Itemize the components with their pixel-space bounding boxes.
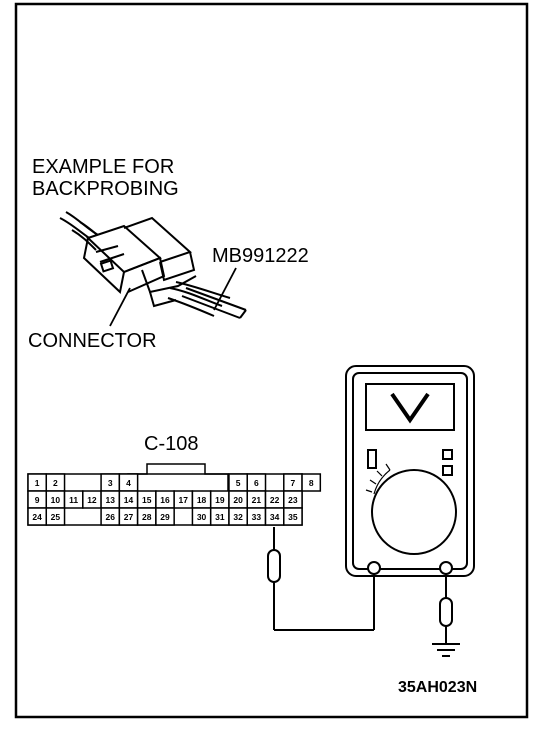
pin-number: 19 [215, 495, 225, 505]
pin-number: 1 [35, 478, 40, 488]
volt-symbol-icon [390, 392, 430, 424]
pin-number: 28 [142, 512, 152, 522]
multimeter-display [365, 383, 455, 431]
figure-code: 35AH023N [398, 679, 477, 696]
pin-number: 22 [270, 495, 280, 505]
pin-number: 31 [215, 512, 225, 522]
pin-number: 5 [236, 478, 241, 488]
connector-key [127, 463, 229, 492]
volt-jack [439, 561, 453, 575]
pin-number: 25 [51, 512, 61, 522]
test-lead-positive [267, 527, 375, 631]
tool-label: MB991222 [212, 245, 309, 267]
com-jack [367, 561, 381, 575]
multimeter [345, 365, 475, 577]
pin-number: 34 [270, 512, 280, 522]
pin-number: 32 [233, 512, 243, 522]
range-button-1 [442, 449, 453, 460]
pin-number: 6 [254, 478, 259, 488]
connector-label: CONNECTOR [28, 330, 157, 352]
pin-number: 12 [87, 495, 97, 505]
pin-cell [45, 507, 66, 526]
pin-number: 14 [124, 495, 134, 505]
connector-id: C-108 [144, 433, 198, 455]
figure-frame [14, 2, 529, 719]
pin-number: 21 [252, 495, 262, 505]
example-label-line2: BACKPROBING [32, 178, 179, 200]
pin-number: 35 [288, 512, 298, 522]
pin-cell [283, 507, 303, 526]
ground-icon [432, 643, 460, 657]
pin-number: 10 [51, 495, 61, 505]
pin-number: 26 [105, 512, 115, 522]
pin-cell [301, 473, 322, 492]
pin-number: 9 [35, 495, 40, 505]
range-button-2 [442, 465, 453, 476]
pin-number: 8 [309, 478, 314, 488]
pin-number: 2 [53, 478, 58, 488]
pin-number: 33 [252, 512, 262, 522]
selector-dial [371, 469, 457, 555]
example-label-line1: EXAMPLE FOR [32, 156, 174, 178]
pin-number: 13 [105, 495, 115, 505]
pin-number: 18 [197, 495, 207, 505]
connector-leader [109, 287, 131, 327]
pin-number: 7 [291, 478, 296, 488]
pin-number: 29 [160, 512, 170, 522]
test-lead-ground [439, 574, 453, 644]
pin-number: 27 [124, 512, 134, 522]
pin-cell [155, 507, 175, 526]
pin-number: 3 [108, 478, 113, 488]
pin-number: 15 [142, 495, 152, 505]
pin-number: 11 [69, 495, 78, 505]
pin-number: 17 [179, 495, 189, 505]
pin-number: 4 [126, 478, 131, 488]
pin-number: 24 [32, 512, 42, 522]
tool-leader [213, 267, 237, 311]
pin-number: 30 [197, 512, 207, 522]
pin-number: 16 [160, 495, 170, 505]
multimeter-inner [352, 372, 468, 570]
mode-indicator [367, 449, 377, 469]
pin-number: 23 [288, 495, 298, 505]
pin-number: 20 [233, 495, 243, 505]
